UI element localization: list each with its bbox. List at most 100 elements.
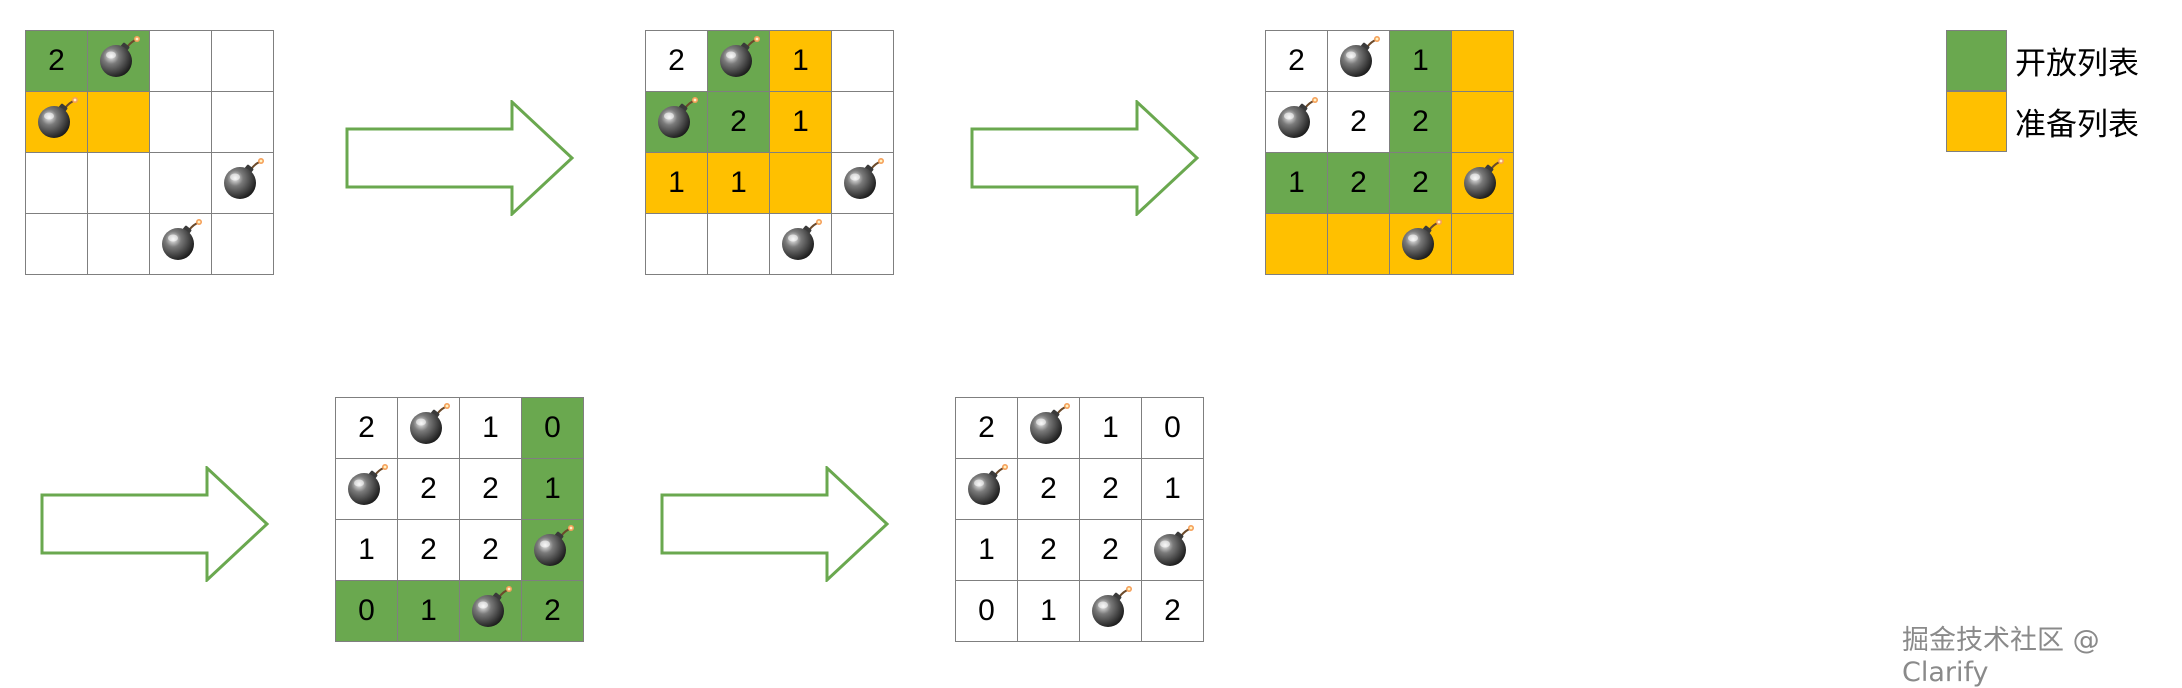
cell-number: 2 [1040,472,1057,505]
bomb-icon [466,582,516,640]
number-cell: 2 [1142,581,1204,642]
number-cell: 2 [522,581,584,642]
cell-number: 2 [48,44,65,77]
empty-cell [1452,92,1514,153]
number-cell: 2 [460,520,522,581]
mine-cell [1018,398,1080,459]
arrow-right-icon [40,466,270,582]
bomb-icon [1396,215,1446,273]
empty-cell [212,214,274,275]
empty-cell [150,153,212,214]
cell-number: 2 [978,411,995,444]
number-cell: 2 [1080,520,1142,581]
bomb-icon [714,32,764,90]
number-cell: 2 [1390,153,1452,214]
bomb-icon [528,521,578,579]
watermark: 掘金技术社区 @ Clarify [1902,625,2100,688]
mine-cell [1452,153,1514,214]
cell-number: 2 [1102,472,1119,505]
number-cell: 2 [646,31,708,92]
empty-cell [832,92,894,153]
number-cell: 2 [1390,92,1452,153]
cell-number: 1 [792,105,809,138]
empty-cell [832,31,894,92]
number-cell: 2 [956,398,1018,459]
number-cell: 2 [1018,459,1080,520]
number-cell: 1 [708,153,770,214]
bomb-icon [94,32,144,90]
empty-cell [88,92,150,153]
legend: 开放列表 准备列表 [1946,30,2139,152]
empty-cell [832,214,894,275]
empty-cell [646,214,708,275]
cell-number: 1 [730,166,747,199]
mine-cell [1080,581,1142,642]
bomb-icon [404,399,454,457]
cell-number: 1 [978,533,995,566]
number-cell: 2 [398,520,460,581]
number-cell: 2 [26,31,88,92]
bomb-icon [32,93,82,151]
bomb-icon [218,154,268,212]
cell-number: 2 [358,411,375,444]
empty-cell [1328,214,1390,275]
cell-number: 1 [544,472,561,505]
cell-number: 1 [1164,472,1181,505]
bomb-icon [342,460,392,518]
mine-cell [150,214,212,275]
number-cell: 1 [1266,153,1328,214]
cell-number: 2 [420,533,437,566]
number-cell: 2 [1328,153,1390,214]
number-cell: 2 [1266,31,1328,92]
bomb-icon [962,460,1012,518]
mine-cell [88,31,150,92]
cell-number: 0 [544,411,561,444]
empty-cell [1266,214,1328,275]
number-cell: 1 [646,153,708,214]
bomb-icon [776,215,826,273]
empty-cell [1452,214,1514,275]
number-cell: 1 [460,398,522,459]
empty-cell [212,92,274,153]
number-cell: 2 [398,459,460,520]
bomb-icon [1458,154,1508,212]
arrow-right-icon [970,100,1200,216]
number-cell: 2 [460,459,522,520]
cell-number: 2 [482,472,499,505]
empty-cell [26,214,88,275]
cell-number: 2 [1164,594,1181,627]
cell-number: 1 [792,44,809,77]
cell-number: 1 [358,533,375,566]
cell-number: 2 [1350,105,1367,138]
empty-cell [212,31,274,92]
cell-number: 0 [358,594,375,627]
empty-cell [26,153,88,214]
mine-cell [1328,31,1390,92]
legend-item-ready: 准备列表 [1946,91,2139,152]
number-cell: 0 [1142,398,1204,459]
bomb-icon [1086,582,1136,640]
legend-swatch-ready [1946,91,2007,152]
number-cell: 1 [398,581,460,642]
number-cell: 1 [770,92,832,153]
empty-cell [150,31,212,92]
number-cell: 1 [1390,31,1452,92]
cell-number: 1 [420,594,437,627]
empty-cell [88,214,150,275]
cell-number: 2 [420,472,437,505]
cell-number: 1 [482,411,499,444]
mine-cell [212,153,274,214]
bomb-icon [1272,93,1322,151]
cell-number: 1 [1288,166,1305,199]
cell-number: 2 [1412,166,1429,199]
bomb-icon [1148,521,1198,579]
number-cell: 2 [1018,520,1080,581]
empty-cell [1452,31,1514,92]
bomb-icon [156,215,206,273]
number-cell: 1 [1080,398,1142,459]
mine-cell [646,92,708,153]
bomb-icon [1334,32,1384,90]
